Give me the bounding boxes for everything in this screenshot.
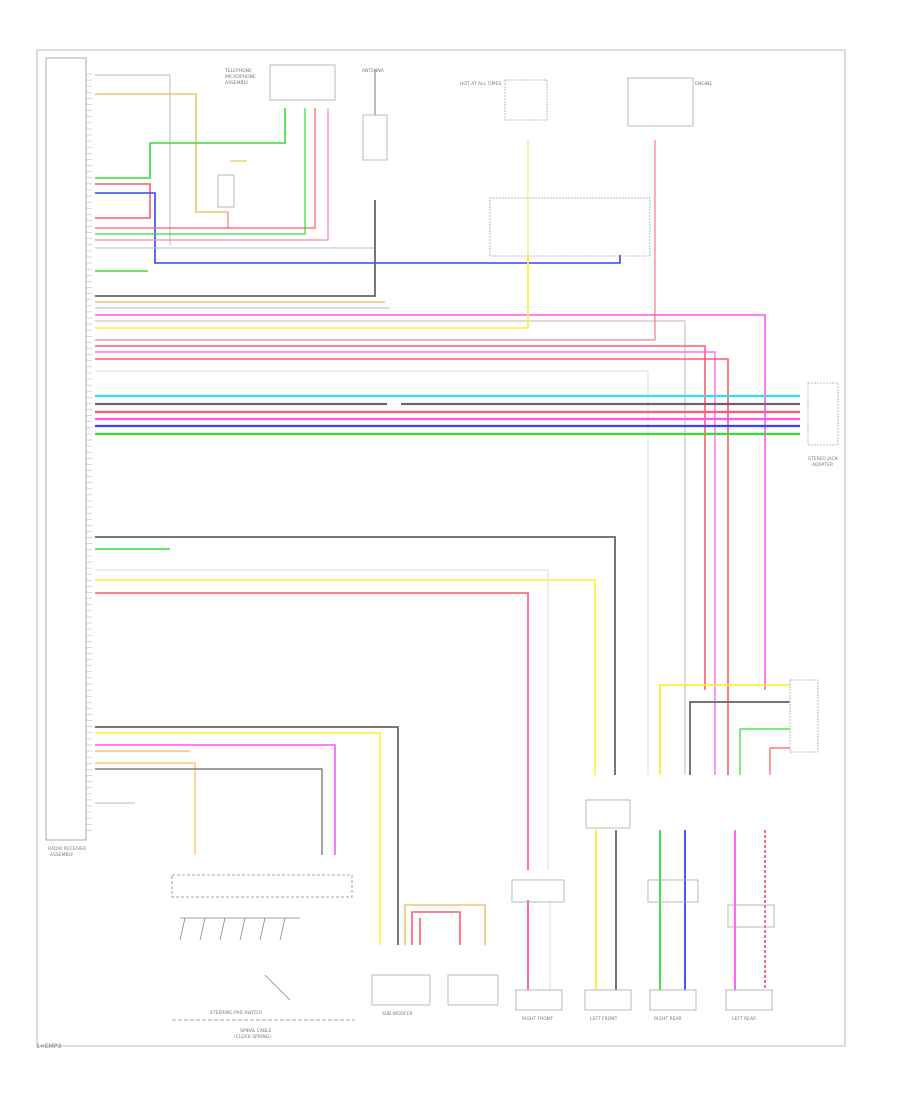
stereo-jack-label: STEREO JACK [808, 456, 839, 462]
speaker-rear-lh [725, 989, 773, 1011]
svg-text:LEFT FRONT: LEFT FRONT [590, 1016, 618, 1022]
speaker-rear-rh [649, 989, 697, 1011]
svg-text:MICROPHONE: MICROPHONE [225, 74, 256, 80]
speaker-front-rh [515, 989, 563, 1011]
connector-rear-rh [647, 879, 699, 903]
radio-receiver-label-1: RADIO RECEIVER [48, 846, 86, 852]
fuse-box-1: HOT AT ALL TIMES [460, 79, 548, 121]
radio-pin-ticks [86, 73, 92, 831]
svg-text:SPIRAL CABLE: SPIRAL CABLE [240, 1028, 272, 1034]
sub-woofer-label: SUB WOOFER [382, 1011, 413, 1017]
svg-text:RIGHT FRONT: RIGHT FRONT [522, 1016, 553, 1022]
svg-text:HOT AT ALL TIMES: HOT AT ALL TIMES [460, 81, 501, 87]
sub-woofer: SUB WOOFER [371, 974, 431, 1017]
radio-receiver-label-2: ASSEMBLY [50, 852, 74, 858]
connector-front-lh [585, 799, 631, 829]
amp-connector [447, 974, 499, 1006]
svg-text:TELEPHONE: TELEPHONE [224, 68, 252, 74]
stereo-jack-bus [95, 394, 800, 436]
steering-pad-label: STEERING PAD SWITCH [210, 1010, 262, 1016]
page-reference: 1×EMP3 [36, 1043, 62, 1050]
junction-block [489, 197, 651, 257]
diagram-frame [36, 49, 846, 1047]
top-wires [95, 74, 766, 775]
svg-text:ENGINE: ENGINE [695, 81, 712, 87]
middle-wires [95, 536, 616, 870]
telephone-mic: TELEPHONE MICROPHONE ASSEMBLY [224, 64, 336, 101]
center-speaker [789, 679, 819, 753]
svg-text:LEFT REAR: LEFT REAR [732, 1016, 756, 1022]
svg-text:RIGHT REAR: RIGHT REAR [654, 1016, 682, 1022]
steering-pad-switch: STEERING PAD SWITCH SPIRAL CABLE (CLOCK … [171, 874, 355, 1040]
connector-rear-lh [727, 904, 775, 928]
speaker-wires [527, 684, 790, 990]
speaker-front-lh [584, 989, 632, 1011]
speaker-labels: RIGHT FRONT LEFT FRONT RIGHT REAR LEFT R… [522, 1016, 756, 1022]
steering-wires [95, 726, 486, 945]
svg-text:ANTENNA: ANTENNA [362, 68, 385, 74]
radio-receiver: RADIO RECEIVER ASSEMBLY [45, 57, 87, 858]
svg-text:ADAPTER: ADAPTER [812, 462, 833, 468]
svg-text:(CLOCK SPRING): (CLOCK SPRING) [234, 1034, 271, 1040]
speaker-boxes [511, 679, 819, 1011]
fuse-box-2: ENGINE [627, 77, 712, 127]
stereo-jack-adapter: STEREO JACK ADAPTER [807, 382, 839, 468]
antenna-amp: ANTENNA [362, 68, 388, 161]
mic-switch [217, 174, 235, 208]
connector-front-rh [511, 879, 565, 903]
svg-text:ASSEMBLY: ASSEMBLY [225, 80, 249, 86]
